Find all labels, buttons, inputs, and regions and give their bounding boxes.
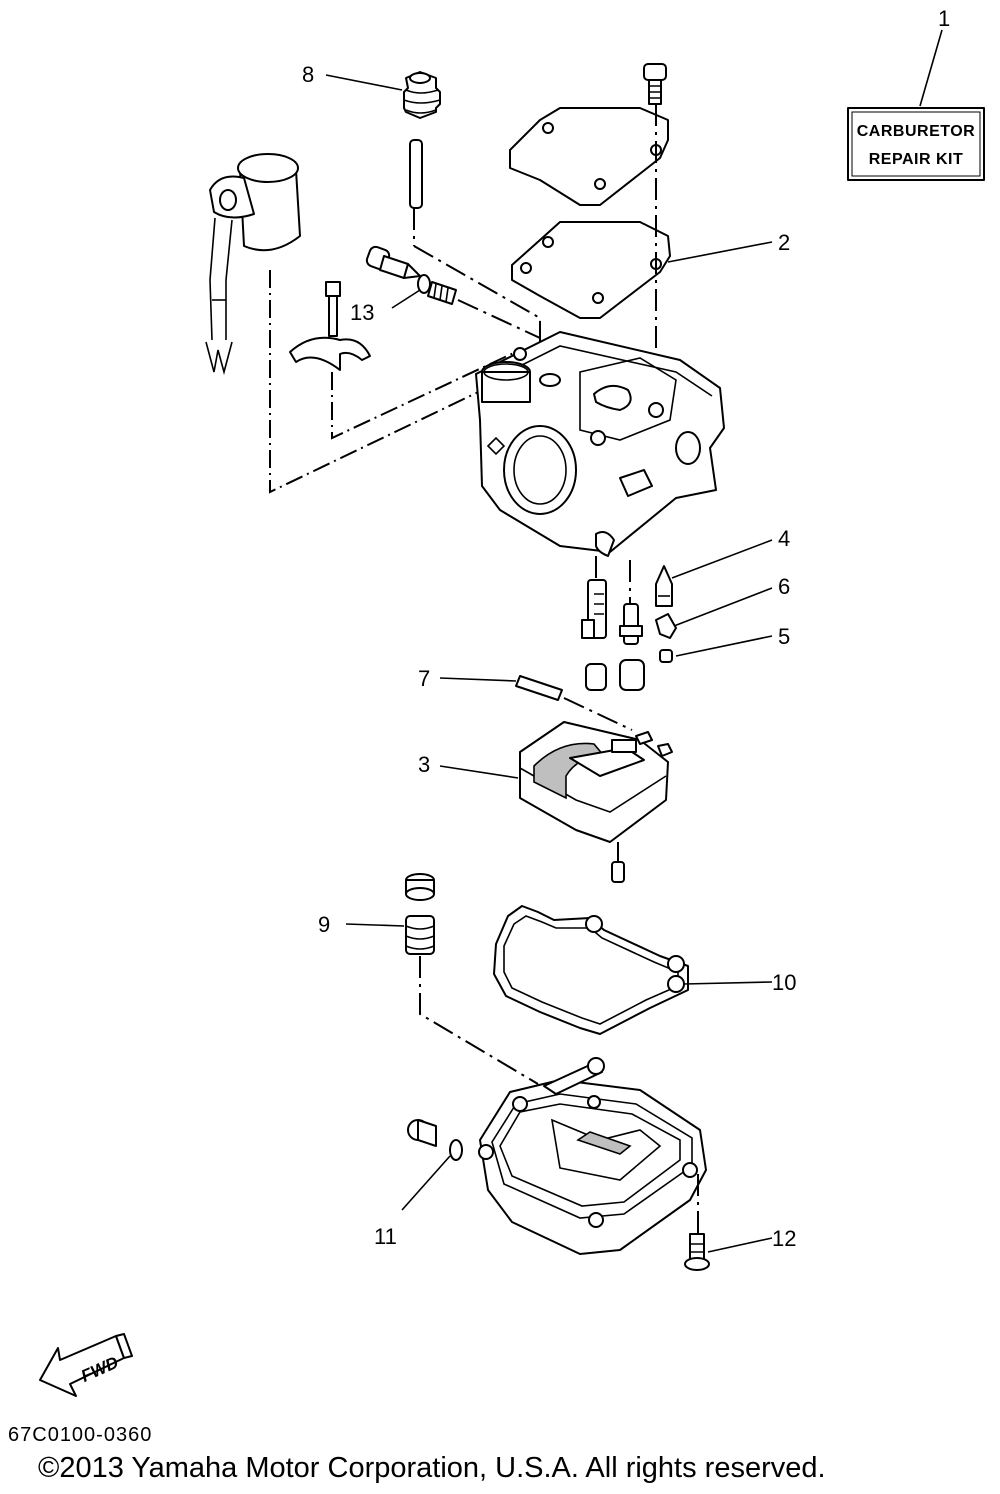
float-part: [439, 721, 673, 843]
float-chamber-gasket-part: [493, 905, 773, 1035]
callout-9: 9: [318, 912, 330, 937]
repair-kit-label-box: CARBURETOR REPAIR KIT: [847, 29, 985, 181]
top-cover-part: [509, 107, 669, 206]
callout-8: 8: [302, 62, 314, 87]
plug-cap-part: [325, 71, 441, 119]
float-screw-part: [659, 635, 773, 663]
drain-plug-spring-part: [345, 873, 435, 955]
callout-7: 7: [418, 666, 430, 691]
callout-3: 3: [418, 752, 430, 777]
callout-11: 11: [374, 1224, 397, 1249]
drawing-code: 67C0100-0360: [8, 1424, 153, 1446]
callout-1: 1: [938, 6, 950, 31]
copyright-notice: ©2013 Yamaha Motor Corporation, U.S.A. A…: [38, 1452, 826, 1484]
callout-5: 5: [778, 624, 790, 649]
float-pin-part: [439, 675, 633, 731]
clip-part: [655, 587, 773, 639]
choke-solenoid-part: [205, 153, 301, 376]
float-chamber-screw: [611, 842, 625, 883]
carburetor-body-part: [475, 331, 725, 557]
pilot-screw-part: [365, 245, 457, 309]
pilot-jet-part: [619, 603, 643, 645]
callout-13: 13: [350, 300, 374, 325]
callout-12: 12: [772, 1226, 796, 1251]
needle-pin-part: [409, 139, 423, 209]
kit-label-line1: CARBURETOR: [857, 123, 975, 140]
gasket-part-2: [511, 221, 773, 319]
jet-holder-part: [619, 659, 645, 691]
chamber-screw-part: [684, 1174, 773, 1271]
forward-direction-arrow-icon: FWD: [39, 1333, 133, 1397]
drain-screw-part: [401, 1119, 463, 1211]
callout-6: 6: [778, 574, 790, 599]
main-jet-part: [585, 663, 607, 691]
lever-bracket-part: [289, 281, 371, 371]
float-chamber-part: [478, 1057, 707, 1255]
needle-valve-part: [655, 539, 773, 607]
callout-10: 10: [772, 970, 796, 995]
carburetor-top-screw: [643, 63, 667, 105]
main-nozzle-part: [581, 579, 607, 639]
callout-4: 4: [778, 526, 790, 551]
kit-label-line2: REPAIR KIT: [869, 151, 963, 168]
callout-2: 2: [778, 230, 790, 255]
